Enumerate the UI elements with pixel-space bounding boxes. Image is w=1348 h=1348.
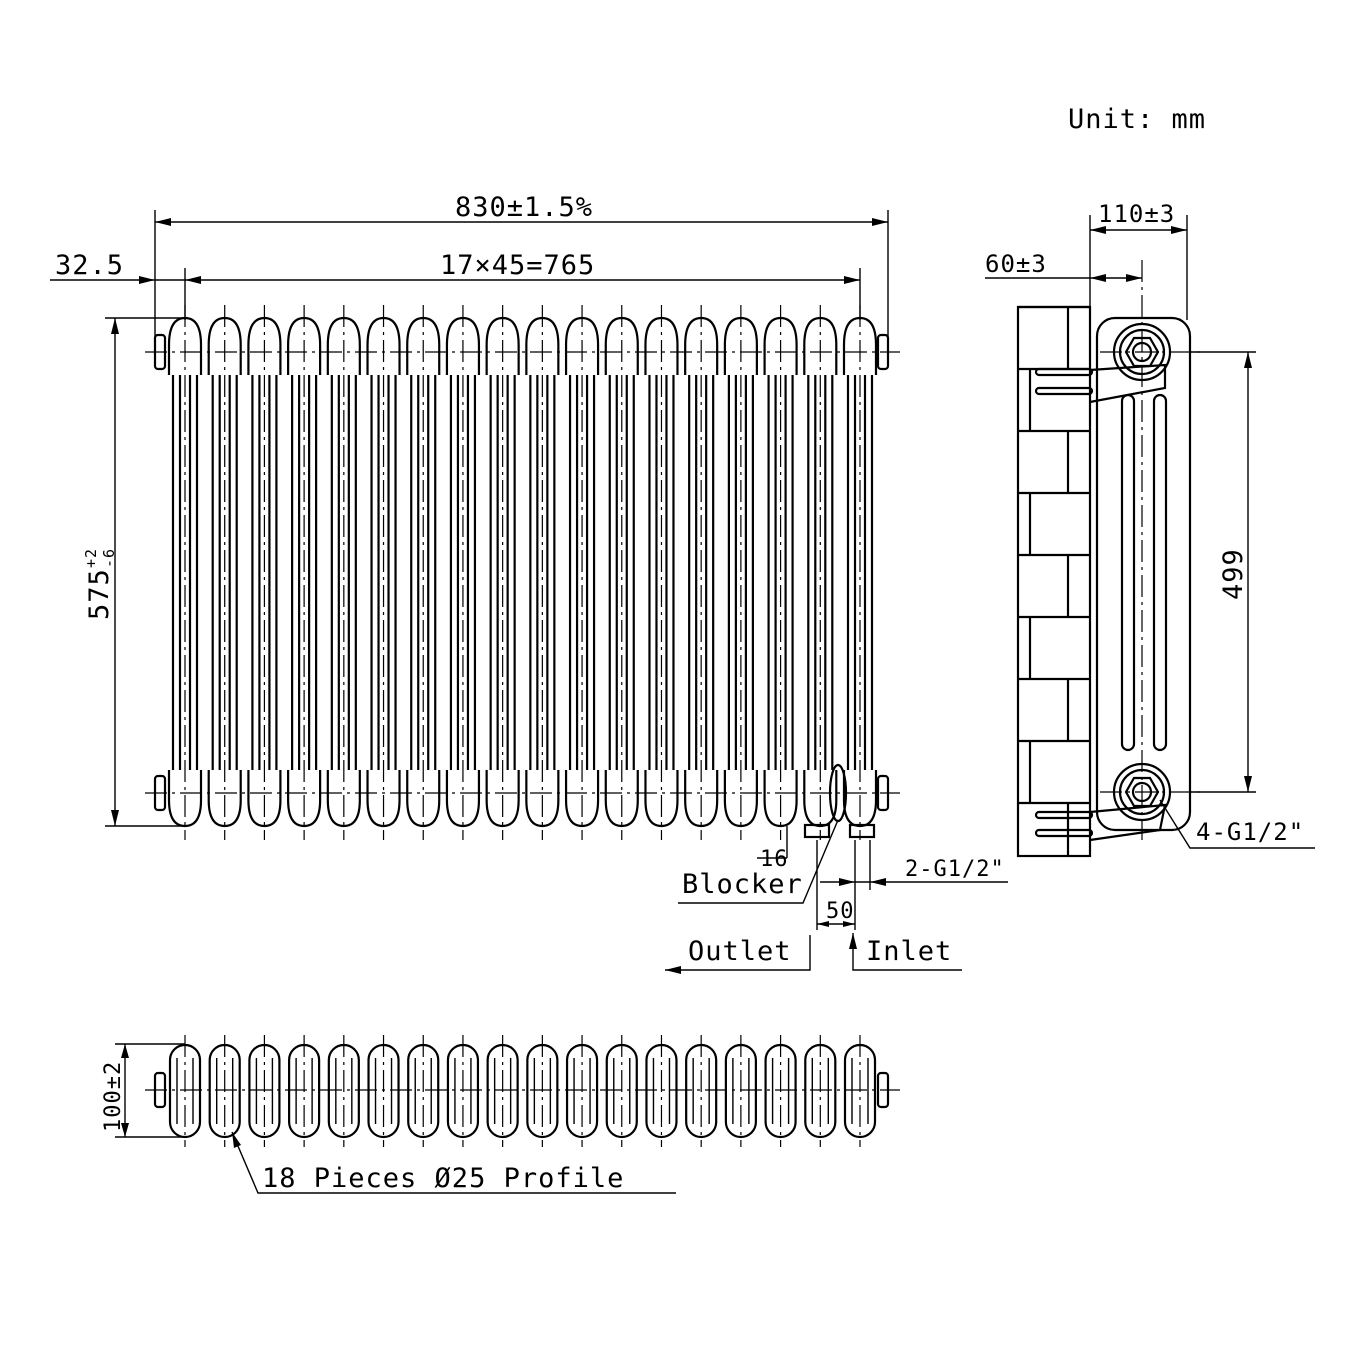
radiator-column-top [208, 1035, 241, 1147]
radiator-column [247, 305, 282, 840]
radiator-column [326, 305, 361, 840]
blocker-label: Blocker [682, 869, 803, 900]
inlet-label: Inlet [866, 936, 952, 967]
right-top-plug [876, 333, 890, 371]
radiator-column-top [288, 1035, 321, 1147]
overall-width-dim: 830±1.5% [455, 192, 593, 223]
radiator-column [525, 305, 560, 840]
radiator-column [366, 305, 401, 840]
radiator-column-top [565, 1035, 599, 1147]
height-tol-minus: -6 [100, 548, 118, 568]
radiator-column-top [526, 1035, 559, 1147]
radiator-column [803, 305, 838, 840]
side-depth-dim: 110±3 [1098, 200, 1175, 228]
radiator-column-top [645, 1035, 678, 1147]
outlet-label: Outlet [688, 936, 792, 967]
radiator-column [287, 305, 322, 840]
radiator-column [723, 305, 758, 840]
radiator-column [485, 305, 520, 840]
radiator-column-top [248, 1035, 281, 1147]
front-dimensions: 830±1.5% 17×45=765 32.5 575 +2 -6 16 Blo… [50, 192, 1008, 974]
blocker-offset-dim: 16 [760, 847, 789, 872]
top-view [145, 1035, 900, 1147]
wall-bricks [1018, 305, 1090, 856]
front-view [145, 305, 900, 840]
radiator-column [564, 305, 600, 840]
column-span-dim: 17×45=765 [440, 250, 595, 281]
radiator-column [406, 305, 441, 840]
radiator-column-top [367, 1035, 400, 1147]
centre-distance-dim: 499 [1218, 548, 1249, 600]
radiator-column [445, 305, 481, 840]
profile-note: 18 Pieces Ø25 Profile [262, 1163, 624, 1194]
radiator-column-top [486, 1035, 519, 1147]
left-top-plug [153, 333, 167, 371]
radiator-column-top [843, 1035, 877, 1147]
unit-label: Unit: mm [1068, 104, 1206, 135]
right-plug [876, 1071, 890, 1109]
top-depth-dim: 100±2 [101, 1061, 126, 1132]
radiator-column-top [605, 1035, 638, 1147]
radiator-column-top [764, 1035, 797, 1147]
radiator-column [167, 305, 203, 840]
radiator-column-top [724, 1035, 757, 1147]
radiator-column [644, 305, 679, 840]
side-threads-dim: 4-G1/2" [1196, 818, 1304, 846]
height-dim: 575 [84, 568, 115, 620]
radiator-column-top [804, 1035, 837, 1147]
radiator-column [842, 305, 878, 840]
wall-bracket-screws [1034, 367, 1094, 838]
top-dimensions: 100±2 18 Pieces Ø25 Profile [101, 1043, 676, 1194]
radiator-column-top [407, 1035, 440, 1147]
radiator-column [684, 305, 719, 840]
left-bottom-plug [153, 774, 167, 812]
wall-offset-dim: 60±3 [985, 250, 1047, 278]
height-tol-plus: +2 [82, 548, 100, 568]
edge-offset-dim: 32.5 [55, 250, 124, 281]
side-view: 110±3 60±3 499 4-G1/2" [985, 200, 1315, 858]
right-bottom-plug [876, 774, 890, 812]
radiator-column [763, 305, 798, 840]
inlet-thread-dim: 2-G1/2" [905, 857, 1005, 882]
radiator-column [207, 305, 242, 840]
left-plug [153, 1071, 167, 1109]
radiator-column-top [327, 1035, 360, 1147]
radiator-column-top [446, 1035, 480, 1147]
radiator-column-top [168, 1035, 202, 1147]
radiator-column-top [685, 1035, 718, 1147]
radiator-column [604, 305, 639, 840]
inlet-spacing-dim: 50 [826, 899, 855, 924]
